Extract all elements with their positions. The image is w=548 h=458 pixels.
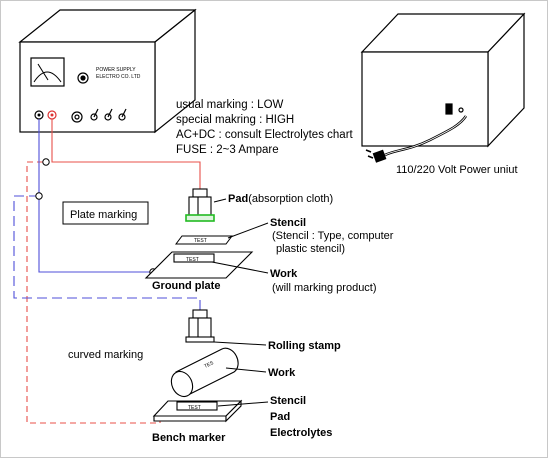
upper-work-piece bbox=[173, 253, 215, 263]
pad-label-detail: (absorption cloth) bbox=[248, 193, 333, 205]
pad-absorption-cloth bbox=[185, 214, 215, 222]
note-line-3: AC+DC : consult Electrolytes chart bbox=[176, 129, 354, 141]
ground-plate-label: Ground plate bbox=[152, 280, 220, 292]
stencil-detail-2: plastic stencil) bbox=[276, 243, 345, 255]
pad-stamp bbox=[185, 188, 215, 222]
power-socket bbox=[445, 103, 453, 115]
note-line-4: FUSE : 2~3 Ampare bbox=[176, 144, 279, 156]
cylinder-work bbox=[170, 347, 239, 398]
blue-wire bbox=[13, 119, 201, 312]
plate-marking-label: Plate marking bbox=[70, 209, 137, 221]
toggle-switches bbox=[90, 108, 127, 121]
upper-stencil-text: TEST bbox=[194, 238, 207, 244]
stencil-title: Stencil bbox=[270, 217, 306, 229]
curved-marking-label: curved marking bbox=[68, 349, 143, 361]
stencil-detail-1: (Stencil : Type, computer bbox=[272, 230, 394, 242]
work-upper-detail: (will marking product) bbox=[272, 282, 377, 294]
note-line-2: special makring : HIGH bbox=[176, 114, 294, 126]
bench-stencil-text: TEST bbox=[188, 405, 201, 411]
work-upper-title: Work bbox=[270, 268, 298, 280]
plate-marking-box bbox=[62, 201, 149, 225]
work-stencil-text: TEST bbox=[186, 257, 199, 263]
rolling-stamp-label: Rolling stamp bbox=[268, 340, 341, 352]
power-supply-unit bbox=[18, 8, 197, 134]
power-unit-label: 110/220 Volt Power uniut bbox=[396, 164, 518, 176]
work-lower-label: Work bbox=[268, 367, 296, 379]
pad-label: Pad(absorption cloth) bbox=[228, 193, 333, 205]
rolling-stamp bbox=[185, 309, 215, 343]
bench-stencil-label: Stencil bbox=[270, 395, 306, 407]
bench-electrolytes-label: Electrolytes bbox=[270, 427, 332, 439]
note-line-1: usual marking : LOW bbox=[176, 99, 284, 111]
roller-text: TES bbox=[203, 360, 215, 370]
bench-stencil bbox=[176, 401, 218, 411]
blue-wire-junction bbox=[35, 192, 43, 200]
brand-line-2: ELECTRO CO. LTD bbox=[96, 74, 141, 80]
upper-stencil bbox=[175, 235, 233, 245]
bench-marker bbox=[152, 399, 243, 423]
power-unit-box bbox=[360, 12, 526, 148]
bench-marker-label: Bench marker bbox=[152, 432, 226, 444]
red-wire-junction bbox=[42, 158, 50, 166]
power-plug-icon bbox=[365, 149, 387, 163]
pad-label-bold: Pad bbox=[228, 193, 248, 205]
ground-plate bbox=[144, 251, 254, 279]
brand-line-1: POWER SUPPLY bbox=[96, 67, 136, 73]
bench-pad-label: Pad bbox=[270, 411, 290, 423]
